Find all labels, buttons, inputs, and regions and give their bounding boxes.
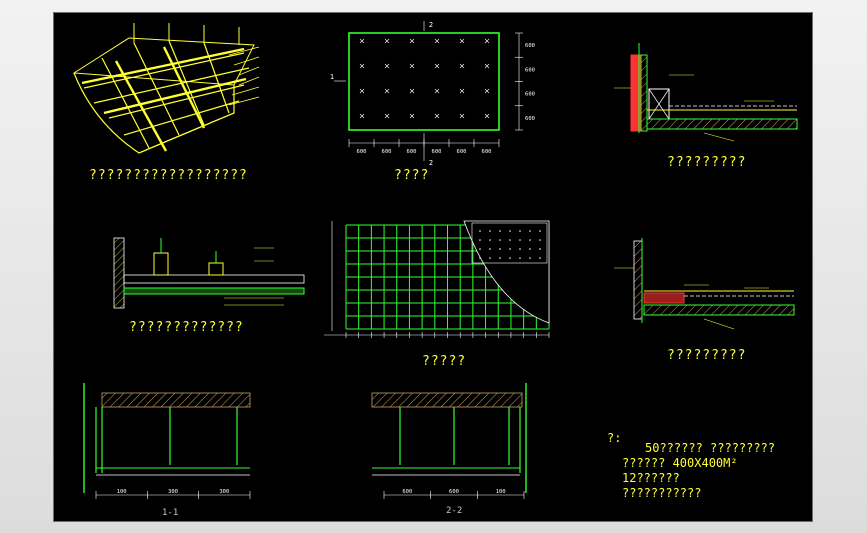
caption-plan: ???? (394, 168, 430, 183)
ceiling-grid-plan (324, 220, 550, 338)
grid-inset-dot (499, 248, 501, 250)
plan-fixing-mark (409, 113, 415, 119)
section-label-1-1: 1-1 (162, 508, 179, 518)
plan-fixing-mark (409, 63, 415, 69)
grid-inset-dot (499, 230, 501, 232)
grid-inset-dot (489, 230, 491, 232)
grid-inset-dot (539, 230, 541, 232)
plan-fixing-mark (409, 38, 415, 44)
plan-fixing-mark (359, 38, 365, 44)
plan-fixing-mark (359, 88, 365, 94)
grid-inset-dot (499, 257, 501, 259)
section-dim-label: 600 (449, 489, 459, 495)
grid-inset-dot (529, 230, 531, 232)
plan-fixing-mark (434, 113, 440, 119)
grid-inset-dot (539, 248, 541, 250)
plan-fixing-mark (484, 63, 490, 69)
plan-fixing-mark (434, 38, 440, 44)
grid-inset-dot (509, 230, 511, 232)
section-2-2: 600 600 100 (371, 383, 527, 499)
plan-dim-label: 600 (525, 116, 535, 122)
grid-inset-dot (529, 239, 531, 241)
caption-joint-detail: ????????????? (129, 320, 244, 335)
grid-inset-dot (479, 239, 481, 241)
plan-section-mark-left: 1 (330, 73, 334, 81)
notes-line-4: ??????????? (622, 486, 702, 500)
notes-prefix: ?: (607, 431, 622, 445)
plan-fixing-mark (384, 113, 390, 119)
notes-line-2: ?????? 400X400M² (622, 456, 738, 470)
grid-inset-dot (499, 239, 501, 241)
plan-fixing-mark (459, 88, 465, 94)
plan-dim-label: 600 (482, 149, 492, 155)
grid-inset-dot (509, 257, 511, 259)
grid-inset-dot (519, 239, 521, 241)
wall-edge-detail-top (614, 43, 798, 142)
section-dim-label: 600 (402, 489, 412, 495)
plan-fixing-mark (459, 113, 465, 119)
grid-inset-dot (529, 257, 531, 259)
cad-drawing: 600 600 600 600 600 600 600 600 600 600 2 2 1 (72, 21, 798, 499)
plan-dim-label: 600 (525, 92, 535, 98)
plan-dim-label: 600 (525, 67, 535, 73)
plan-fixing-mark (434, 63, 440, 69)
caption-wall-detail-top: ????????? (667, 155, 747, 170)
plan-dim-label: 600 (407, 149, 417, 155)
notes-line-3: 12?????? (622, 471, 680, 485)
plan-section-mark-bottom: 2 (429, 159, 433, 167)
ceiling-plan-view: 600 600 600 600 600 600 600 600 600 600 2 2 1 (330, 21, 535, 167)
plan-fixing-mark (459, 38, 465, 44)
plan-fixing-mark (359, 63, 365, 69)
grid-inset-dot (509, 248, 511, 250)
grid-inset-dot (489, 239, 491, 241)
caption-wall-detail-bottom: ????????? (667, 348, 747, 363)
grid-inset-dot (519, 248, 521, 250)
plan-dim-label: 600 (525, 43, 535, 49)
wall-edge-detail-bottom (614, 238, 795, 330)
isometric-ceiling-grid (72, 23, 260, 154)
grid-inset-dot (529, 248, 531, 250)
plan-dim-label: 600 (382, 149, 392, 155)
plan-dim-label: 600 (357, 149, 367, 155)
plan-fixing-mark (384, 63, 390, 69)
plan-fixing-mark (384, 88, 390, 94)
plan-dim-label: 600 (432, 149, 442, 155)
plan-section-mark-top: 2 (429, 21, 433, 29)
grid-inset-dot (479, 248, 481, 250)
section-dim-label: 100 (117, 489, 127, 495)
cad-drawing-viewport[interactable]: 600 600 600 600 600 600 600 600 600 600 2 2 1 (53, 12, 813, 522)
section-dim-label: 100 (496, 489, 506, 495)
section-dim-label: 300 (168, 489, 178, 495)
plan-fixing-mark (484, 88, 490, 94)
section-dim-label: 300 (219, 489, 229, 495)
caption-isometric: ?????????????????? (89, 168, 248, 183)
plan-fixing-mark (484, 38, 490, 44)
grid-inset-dot (539, 257, 541, 259)
plan-dim-label: 600 (457, 149, 467, 155)
section-1-1: 100 300 300 (83, 383, 251, 499)
grid-inset-dot (509, 239, 511, 241)
caption-grid-plan: ????? (422, 354, 467, 369)
plan-fixing-mark (384, 38, 390, 44)
grid-inset-dot (479, 230, 481, 232)
grid-inset-dot (519, 230, 521, 232)
grid-inset-dot (489, 257, 491, 259)
plan-fixing-mark (484, 113, 490, 119)
plan-fixing-mark (434, 88, 440, 94)
plan-fixing-mark (409, 88, 415, 94)
notes-line-1: 50?????? ????????? (645, 441, 776, 455)
grid-inset-dot (489, 248, 491, 250)
ceiling-joint-detail (113, 237, 305, 309)
plan-fixing-mark (459, 63, 465, 69)
plan-fixing-mark (359, 113, 365, 119)
grid-inset-dot (539, 239, 541, 241)
grid-inset-dot (519, 257, 521, 259)
section-label-2-2: 2-2 (446, 506, 463, 516)
grid-inset-dot (479, 257, 481, 259)
